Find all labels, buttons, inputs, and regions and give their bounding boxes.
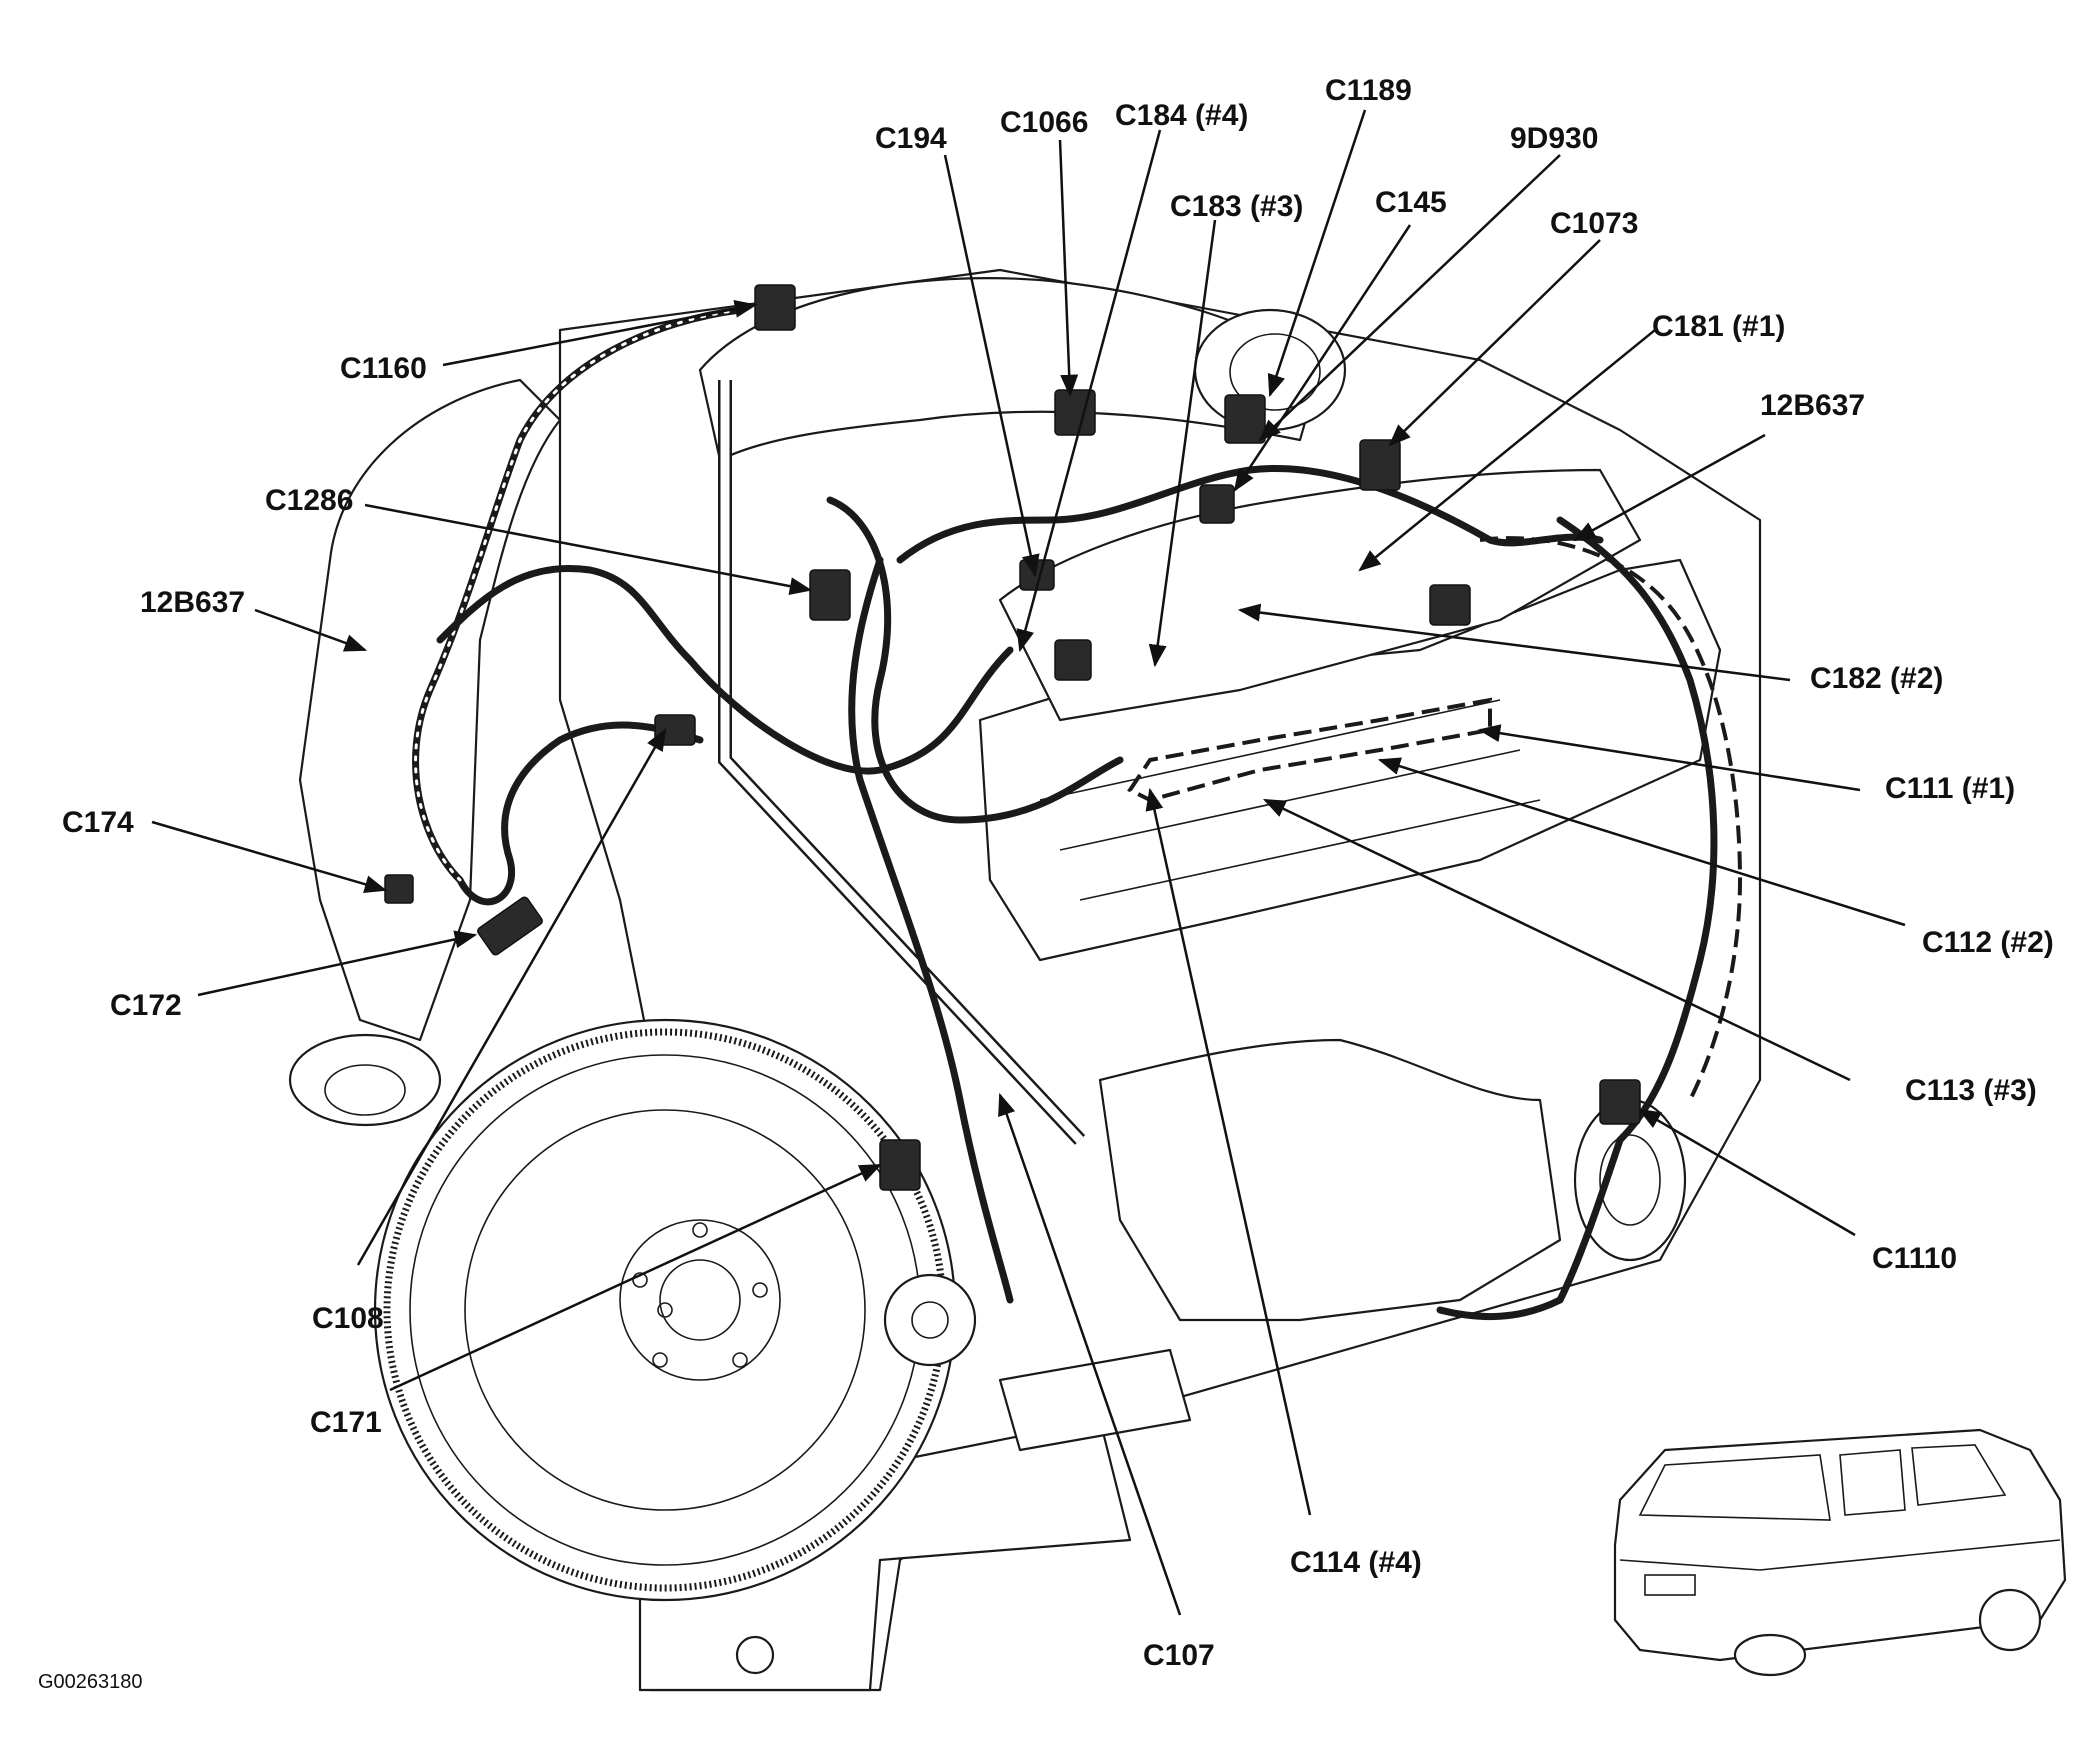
engine-illustration [288,268,1762,1692]
label-c184: C184 (#4) [1115,99,1248,132]
label-c183: C183 (#3) [1170,190,1303,223]
leader-c107 [998,1092,1182,1616]
leader-c182 [1237,603,1791,682]
throttle-body [1193,308,1347,432]
leader-12b637-left [254,608,368,652]
leader-c1286 [364,503,813,596]
label-c1189: C1189 [1325,74,1412,107]
starter [998,1348,1192,1452]
label-12b637-right: 12B637 [1760,389,1865,422]
label-c113: C113 (#3) [1905,1074,2037,1107]
label-c172: C172 [110,989,182,1022]
harness-left-lower [436,565,1014,775]
throttle-bore [1229,333,1321,411]
leader-c1073 [1388,239,1601,447]
label-c182: C182 (#2) [1810,662,1943,695]
leader-c1110 [1638,1108,1856,1237]
connector-c1189 [1224,394,1266,444]
leader-c1066 [1058,139,1079,398]
harness-dashed-injectors [1127,697,1492,803]
harness-dashed-right [1479,536,1743,1101]
connector-c1110 [1599,1079,1641,1125]
label-c111: C111 (#1) [1885,772,2015,805]
vehicle-icon [1613,1428,2067,1677]
label-c145: C145 [1375,186,1447,219]
harness-middle [848,556,1014,1304]
figure-id: G00263180 [38,1671,143,1693]
drain-plug [735,1635,775,1675]
connector-c184 [1054,639,1092,681]
leader-12b637-right [1573,433,1766,542]
leader-c9d930 [1258,154,1561,442]
leader-c183 [1148,219,1217,668]
leader-c174 [151,820,388,893]
label-9d930: 9D930 [1510,122,1598,155]
license-plate [1644,1574,1696,1596]
connector-c1160 [754,284,796,331]
connector-c182 [1429,584,1471,626]
connector-c1286 [809,569,851,621]
label-c171: C171 [310,1406,382,1439]
connector-c108 [654,714,696,746]
label-c1073: C1073 [1550,207,1638,240]
label-c107: C107 [1143,1639,1215,1672]
leader-lines [151,109,1906,1616]
leader-c108 [356,728,667,1266]
pulley-inner [1599,1134,1661,1226]
connector-c171 [879,1139,921,1191]
dipstick-tube-inner [720,380,1084,1144]
mount-pad [288,1033,442,1127]
leader-c181 [1358,329,1656,572]
leader-c145 [1233,224,1412,492]
leader-c172 [197,930,478,997]
connector-c1073 [1359,439,1401,491]
leader-c114 [1145,787,1312,1516]
exhaust-manifold [1098,1038,1562,1322]
label-c181: C181 (#1) [1652,310,1785,343]
bell-housing [298,378,562,1042]
leader-c112 [1377,757,1906,927]
label-c112: C112 (#2) [1922,926,2054,959]
label-c1286: C1286 [265,484,353,517]
mount-pad-inner [324,1064,406,1116]
label-c194: C194 [875,122,947,155]
label-c114: C114 (#4) [1290,1546,1422,1579]
label-c174: C174 [62,806,134,839]
leader-c194 [943,154,1040,578]
crank-sensor-ring [883,1273,977,1367]
label-12b637-left: 12B637 [140,586,245,619]
label-c1066: C1066 [1000,106,1088,139]
connector-c183 [1199,484,1235,524]
connector-c172 [477,896,543,956]
harness-right [1556,516,1718,1144]
leader-c171 [389,1163,883,1392]
crank-sensor-hub [911,1301,949,1339]
flywheel [373,1018,957,1602]
leader-c184 [1016,129,1162,653]
leader-c113 [1262,798,1851,1082]
harness-lower-right [1436,1136,1624,1321]
label-c108: C108 [312,1302,384,1335]
connector-c174 [384,874,414,904]
callout-labels: C194 C1066 C184 (#4) C1189 9D930 C183 (#… [38,74,2054,1693]
label-c1110: C1110 [1872,1242,1957,1275]
label-c1160: C1160 [340,352,427,385]
leader-c1189 [1267,109,1367,398]
valve-cover-ribs [1039,699,1541,901]
leader-c111 [1477,724,1861,792]
harness-center [826,496,1124,824]
leader-c1160 [442,299,758,367]
